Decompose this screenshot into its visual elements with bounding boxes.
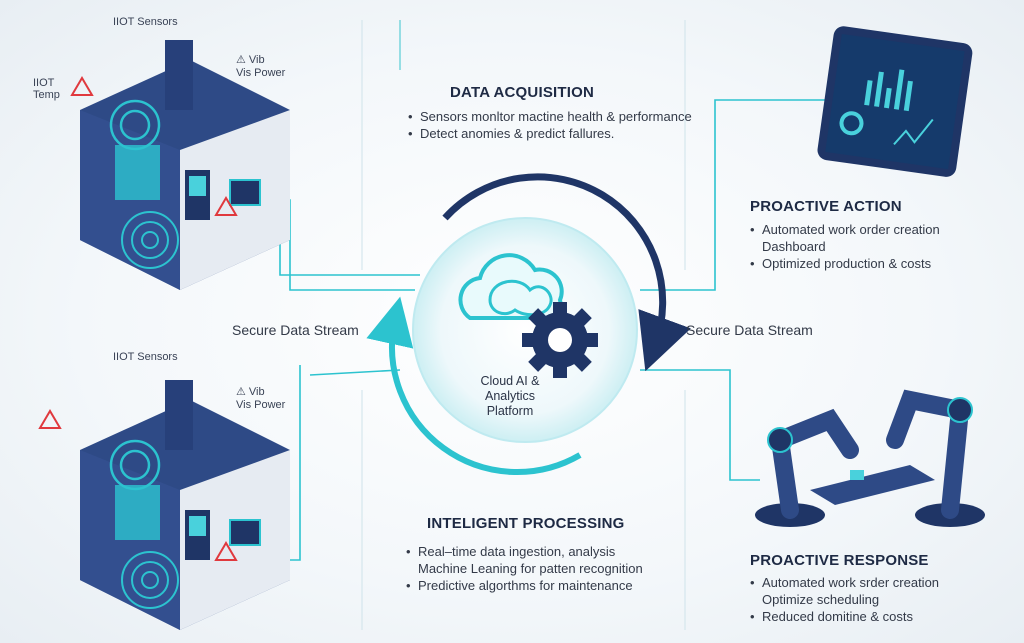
bullet: Optimized production & costs [750,255,940,272]
vibration-warning-icon: ⚠ [236,54,249,66]
machine-top-temp-label-1: IIOT [33,77,55,89]
platform-label: Cloud AI & Analytics Platform [460,374,560,419]
intelligent-processing-section: INTELIGENT PROCESSING [427,515,625,532]
machine-bottom-sensors-label: IIOT Sensors [113,351,178,363]
guide-lines [361,20,686,630]
secure-data-stream-right: Secure Data Stream [686,322,813,338]
machine-top-temp-label-2: Temp [33,89,60,101]
cnc-machine-top [80,40,290,290]
machine-bottom-power-label: Vis Power [236,399,286,411]
proactive-action-section: PROACTIVE ACTION Automated work order cr… [750,198,940,272]
machine-bottom-vib-label: ⚠ Vib [236,385,265,399]
machine-top-power-label: Vis Power [236,67,286,79]
warning-icon [38,76,238,561]
cloud-icon [458,253,564,320]
machine-top-vib-label: ⚠ Vib [236,53,265,67]
proactive-action-title: PROACTIVE ACTION [750,198,902,215]
data-acquisition-section: DATA ACQUISITION [450,84,594,101]
proactive-action-bullets: Automated work order creation Dashboard … [750,221,940,272]
platform-label-line: Analytics [484,389,536,403]
machine-top-sensors-label: IIOT Sensors [113,16,178,28]
dashboard-tablet-icon [817,26,973,177]
cnc-machine-bottom [80,380,290,630]
proactive-response-bullets: Automated work srder creation Optimize s… [750,574,939,625]
bullet-continuation: Dashboard [762,239,826,254]
proactive-response-section: PROACTIVE RESPONSE Automated work srder … [750,552,939,625]
intelligent-processing-title: INTELIGENT PROCESSING [427,515,625,532]
brain-icon [488,279,553,317]
bullet: Automated work srder creation [750,574,939,591]
secure-data-stream-left: Secure Data Stream [232,322,359,338]
bullet: Predictive algorthms for maintenance [406,577,643,594]
intelligent-processing-bullets: Real–time data ingestion, analysis Machi… [406,543,643,594]
bullet: Reduced domitine & costs [750,608,939,625]
proactive-response-title: PROACTIVE RESPONSE [750,552,929,569]
vibration-warning-icon: ⚠ [236,386,249,398]
cloud-platform-hub [366,173,691,475]
platform-label-line: Platform [486,404,534,418]
gear-icon [522,302,598,378]
data-acquisition-bullets: Sensors monltor mactine health & perform… [408,108,692,142]
bullet: Detect anomies & predict fallures. [408,125,692,142]
robotic-arms-icon [755,389,985,527]
bullet-continuation: Optimize scheduling [762,592,880,607]
data-acquisition-title: DATA ACQUISITION [450,84,595,101]
bullet: Automated work order creation [750,221,940,238]
vib-text: Vib [248,386,265,398]
bullet: Real–time data ingestion, analysis [406,543,643,560]
vib-text: Vib [248,54,265,66]
bullet: Sensors monltor mactine health & perform… [408,108,692,125]
platform-label-line: Cloud AI & [480,374,540,388]
bullet-continuation: Machine Leaning for patten recognition [418,561,643,576]
